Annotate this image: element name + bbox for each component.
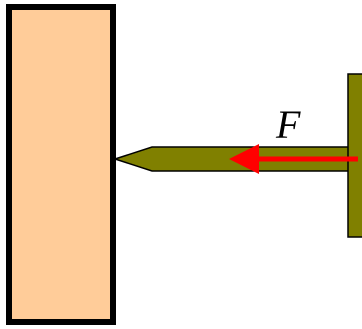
wood-block <box>6 4 116 325</box>
force-label: F <box>275 102 301 147</box>
nail-head <box>347 73 362 238</box>
